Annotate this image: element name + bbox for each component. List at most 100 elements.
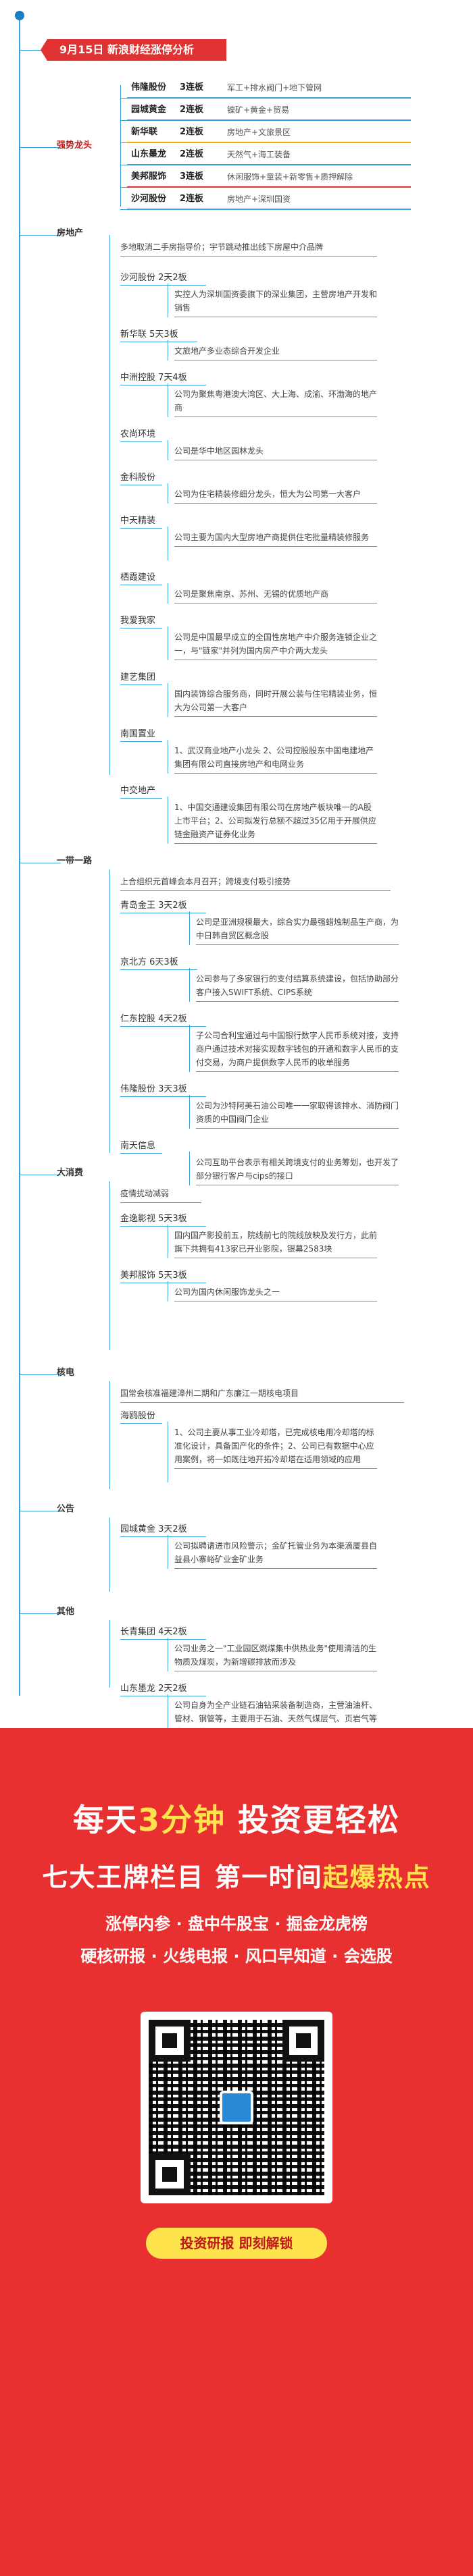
strong-row-underline xyxy=(127,119,411,121)
strong-row-underline xyxy=(127,97,411,99)
realestate-stock-name[interactable]: 沙河股份 2天2板 xyxy=(120,270,206,286)
consume-stock-name[interactable]: 金逸影视 5天3板 xyxy=(120,1211,206,1227)
strong-stock-reason: 房地产+深圳国资 xyxy=(227,194,291,204)
unlock-research-button[interactable]: 投资研报 即刻解锁 xyxy=(146,2228,327,2259)
realestate-stock-name[interactable]: 中天精装 xyxy=(120,513,162,529)
realestate-stock-name[interactable]: 我爱我家 xyxy=(120,613,162,628)
strong-bracket xyxy=(120,85,121,207)
beltroad-stock-name[interactable]: 伟隆股份 3天3板 xyxy=(120,1081,206,1097)
announce-stock-name[interactable]: 园城黄金 3天2板 xyxy=(120,1522,206,1537)
realestate-bracket xyxy=(109,235,110,775)
qr-code-image xyxy=(149,2020,324,2195)
strong-stock-board: 2连板 xyxy=(180,149,204,159)
realestate-stock-desc-text: 实控人为深圳国资委旗下的深业集团，主营房地产开发和销售 xyxy=(174,290,378,313)
realestate-stock-name[interactable]: 中洲控股 7天4板 xyxy=(120,370,206,385)
beltroad-stock-bracket xyxy=(189,1025,190,1072)
consume-stock-desc: 公司为国内休闲服饰龙头之一 xyxy=(174,1285,377,1302)
beltroad-stock-name[interactable]: 南天信息 xyxy=(120,1138,162,1154)
nuclear-bracket xyxy=(109,1381,110,1489)
strong-stock-name: 沙河股份 xyxy=(131,194,167,204)
strong-row-connector xyxy=(120,142,127,143)
consume-desc-underline xyxy=(174,1301,377,1302)
realestate-stock-underline xyxy=(120,741,162,742)
banner-headline: 每天3分钟 投资更轻松 xyxy=(0,1796,473,1840)
realestate-stock-name[interactable]: 中交地产 xyxy=(120,783,162,799)
consume-stock-name-text: 美邦服饰 5天3板 xyxy=(120,1270,187,1281)
realestate-stock-desc-text: 公司是华中地区园林龙头 xyxy=(174,446,264,456)
realestate-stock-desc: 公司为住宅精装修细分龙头，恒大为公司第一大客户 xyxy=(174,487,377,504)
realestate-stock-name-text: 沙河股份 2天2板 xyxy=(120,273,187,283)
other-stock-name-text: 长青集团 4天2板 xyxy=(120,1627,187,1637)
other-stock-name[interactable]: 山东墨龙 2天2板 xyxy=(120,1681,206,1696)
beltroad-stock-desc-text: 公司是亚洲规模最大，综合实力最强蜡烛制品生产商，为中日韩自贸区概念股 xyxy=(196,917,399,940)
strong-row-underline xyxy=(127,186,411,188)
realestate-stock-desc: 实控人为深圳国资委旗下的深业集团，主营房地产开发和销售 xyxy=(174,288,378,317)
banner-subtitle: 七大王牌栏目 第一时间起爆热点 xyxy=(0,1856,473,1894)
strong-stock-reason: 休闲服饰+童装+新零售+质押解除 xyxy=(227,172,353,182)
realestate-stock-name[interactable]: 农尚环境 xyxy=(120,427,162,442)
banner-headline-a: 每天 xyxy=(72,1802,138,1838)
consume-stock-underline xyxy=(120,1226,206,1227)
app-logo-icon xyxy=(220,2091,253,2124)
consume-stock-desc: 国内国产影投前五，院线前七的院线放映及发行方，此前旗下共拥有413家已开业影院，… xyxy=(174,1229,377,1258)
beltroad-stock-name[interactable]: 仁东控股 4天2板 xyxy=(120,1011,206,1027)
realestate-stock-name-text: 南国置业 xyxy=(120,729,156,739)
realestate-stock-desc-text: 公司是聚焦南京、苏州、无锡的优质地产商 xyxy=(174,589,329,599)
realestate-stock-desc: 公司是中国最早成立的全国性房地产中介服务连锁企业之一，与"链家"并列为国内房产中… xyxy=(174,630,378,660)
beltroad-stock-bracket xyxy=(189,911,190,945)
section-consume-label: 大消费 xyxy=(57,1168,84,1178)
beltroad-stock-name[interactable]: 青岛金王 3天2板 xyxy=(120,898,206,913)
realestate-stock-desc: 公司主要为国内大型房地产商提供住宅批量精装修服务 xyxy=(174,531,377,547)
realestate-stock-desc-text: 公司为住宅精装修细分龙头，恒大为公司第一大客户 xyxy=(174,489,362,499)
nuclear-intro-text: 国常会核准福建漳州二期和广东廉江一期核电项目 xyxy=(120,1389,299,1398)
realestate-stock-name-text: 中洲控股 7天4板 xyxy=(120,373,187,383)
strong-row-connector xyxy=(120,98,127,99)
section-nuclear-label: 核电 xyxy=(57,1368,75,1378)
realestate-stock-name[interactable]: 南国置业 xyxy=(120,726,162,742)
other-stock-desc: 公司业务之一"工业园区燃煤集中供热业务"使用清洁的生物质及煤炭，为新增碳排放而涉… xyxy=(174,1642,377,1671)
beltroad-stock-desc: 公司为沙特阿美石油公司唯一一家取得该排水、消防阀门资质的中国阀门企业 xyxy=(196,1099,399,1129)
section-other-label: 其他 xyxy=(57,1607,75,1617)
beltroad-stock-underline xyxy=(120,1026,206,1027)
consume-stock-name[interactable]: 美邦服饰 5天3板 xyxy=(120,1268,206,1283)
realestate-stock-name[interactable]: 建艺集团 xyxy=(120,670,162,685)
realestate-stock-desc-text: 1、武汉商业地产小龙头 2、公司控股股东中国电建地产集团有限公司直接房地产和电网… xyxy=(174,746,374,769)
qr-code[interactable] xyxy=(141,2012,332,2203)
beltroad-stock-name-text: 南天信息 xyxy=(120,1141,156,1151)
realestate-stock-name[interactable]: 新华联 5天3板 xyxy=(120,327,197,342)
nuclear-stock-name[interactable]: 海鸥股份 xyxy=(120,1408,162,1424)
realestate-stock-desc: 1、中国交通建设集团有限公司在房地产板块唯一的A股上市平台；2、公司拟发行总额不… xyxy=(174,801,377,844)
realestate-stock-name-text: 中交地产 xyxy=(120,786,156,796)
realestate-stock-name[interactable]: 栖霞建设 xyxy=(120,570,162,585)
realestate-stock-underline xyxy=(120,528,162,529)
beltroad-stock-bracket xyxy=(189,968,190,1002)
strong-stock-reason: 镍矿+黄金+贸易 xyxy=(227,105,290,115)
strong-connector xyxy=(20,147,61,148)
page-title: 9月15日 新浪财经涨停分析 xyxy=(41,39,226,61)
qr-finder-icon xyxy=(149,2153,191,2195)
other-stock-name[interactable]: 长青集团 4天2板 xyxy=(120,1624,206,1640)
realestate-stock-name-text: 我爱我家 xyxy=(120,616,156,626)
strong-stock-row[interactable]: 沙河股份 2连板 房地产+深圳国资 xyxy=(127,188,411,210)
realestate-stock-desc: 公司是华中地区园林龙头 xyxy=(174,444,377,460)
nuclear-intro: 国常会核准福建漳州二期和广东廉江一期核电项目 xyxy=(120,1387,404,1403)
announce-bracket xyxy=(109,1518,110,1592)
nuclear-stock-desc: 1、公司主要从事工业冷却塔，已完成核电用冷却塔的标准化设计，具备国产化的条件；2… xyxy=(174,1426,377,1469)
beltroad-stock-name[interactable]: 京北方 6天3板 xyxy=(120,955,197,970)
qr-finder-icon xyxy=(149,2020,191,2062)
realestate-stock-name[interactable]: 金科股份 xyxy=(120,470,162,485)
realestate-stock-desc-text: 公司是中国最早成立的全国性房地产中介服务连锁企业之一，与"链家"并列为国内房产中… xyxy=(174,633,378,655)
realestate-desc-underline xyxy=(174,773,377,774)
banner-headline-b: 投资更轻松 xyxy=(226,1802,401,1838)
strong-stock-reason: 天然气+海工装备 xyxy=(227,150,291,159)
realestate-desc-underline xyxy=(174,546,377,547)
strong-row-underline xyxy=(127,164,411,165)
strong-stock-board: 2连板 xyxy=(180,194,204,204)
strong-stock-board: 2连板 xyxy=(180,105,204,115)
consume-intro-text: 疫情扰动减弱 xyxy=(120,1189,170,1198)
